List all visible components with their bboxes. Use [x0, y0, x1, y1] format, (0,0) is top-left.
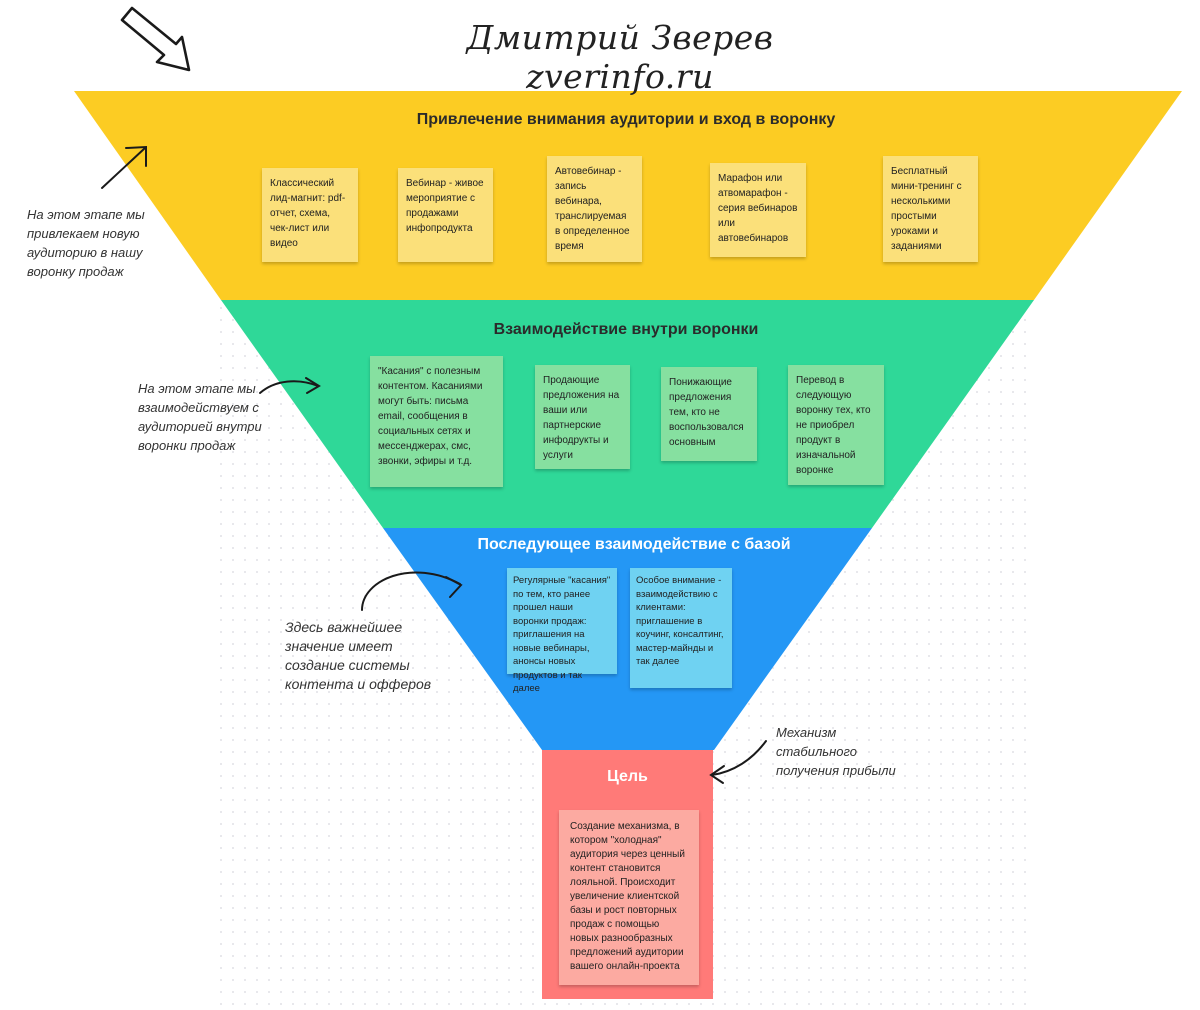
- sticky-note-mini-training: Бесплатный мини-тренинг с несколькими пр…: [883, 156, 978, 262]
- arrow-up-right-icon: [101, 145, 147, 189]
- arrow-curve-up-icon: [361, 571, 463, 611]
- sticky-note-goal: Создание механизма, в котором "холодная"…: [559, 810, 699, 985]
- sticky-note-regular-touches: Регулярные "касания" по тем, кто ранее п…: [507, 568, 617, 694]
- sticky-note-next-funnel: Перевод в следующую воронку тех, кто не …: [788, 365, 884, 485]
- annotation-stage-2: На этом этапе мы взаимодействуем с аудит…: [138, 381, 262, 453]
- sticky-note-touches: "Касания" с полезным контентом. Касаниям…: [370, 356, 503, 487]
- sticky-note-lead-magnet: Классический лид-магнит: pdf-отчет, схем…: [262, 168, 358, 262]
- pointer-arrow-icon: [120, 6, 191, 72]
- sticky-note-autowebinar: Автовебинар - запись вебинара, транслиру…: [547, 156, 642, 262]
- annotation-stage-4: Механизм стабильного получения прибыли: [776, 725, 896, 778]
- sticky-note-client-attention: Особое внимание - взаимодействию с клиен…: [630, 568, 732, 688]
- annotation-stage-3: Здесь важнейшее значение имеет создание …: [285, 619, 432, 692]
- annotation-stage-1: На этом этапе мы привлекаем новую аудито…: [27, 207, 145, 279]
- author-title: Дмитрий Зверев zverinfo.ru: [466, 18, 774, 96]
- arrow-curve-right-icon: [259, 377, 321, 394]
- arrow-curve-left-icon: [709, 740, 767, 784]
- sticky-note-downsell-offers: Понижающие предложения тем, кто не воспо…: [661, 367, 757, 461]
- stage-3-band: [383, 528, 872, 750]
- stage-2-title: Взаимодействие внутри воронки: [493, 321, 759, 338]
- sticky-note-marathon: Марафон или атвомарафон - серия вебинаро…: [710, 163, 806, 257]
- stage-1-title: Привлечение внимания аудитории и вход в …: [416, 111, 836, 128]
- sticky-note-selling-offers: Продающие предложения на ваши или партне…: [535, 365, 630, 469]
- stage-4-title: Цель: [607, 768, 648, 785]
- stage-3-title: Последующее взаимодействие с базой: [477, 536, 791, 553]
- sticky-note-webinar: Вебинар - живое мероприятие с продажами …: [398, 168, 493, 262]
